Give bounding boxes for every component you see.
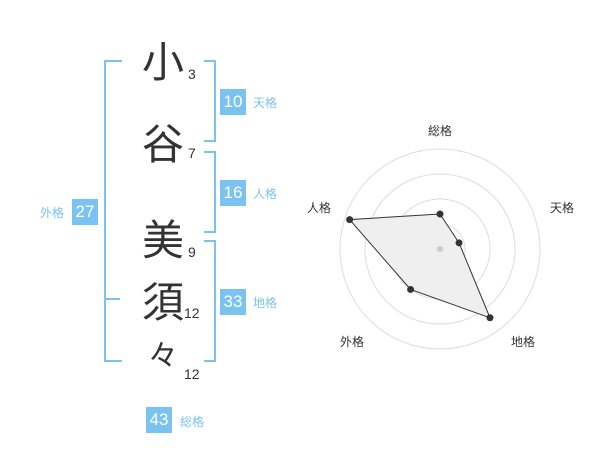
soukaku-value-badge: 43 (146, 407, 172, 433)
stroke-count-3: 9 (188, 244, 196, 260)
name-char-1: 小 (142, 38, 185, 87)
radar-point-3 (486, 314, 494, 322)
chikaku-bracket (204, 240, 216, 362)
chikaku-value-badge: 33 (220, 289, 246, 315)
stroke-count-2: 7 (188, 145, 196, 161)
jinkaku-label: 人格 (253, 187, 278, 201)
name-char-3: 美 (142, 216, 185, 265)
radar-polygon (348, 213, 491, 319)
radar-point-1 (436, 210, 444, 218)
stroke-count-5: 12 (184, 366, 200, 382)
radar-center-dot (437, 246, 443, 252)
radar-point-4 (407, 285, 415, 293)
radar-axis-label-tenkaku: 天格 (550, 200, 574, 215)
radar-axis-label-soukaku: 総格 (428, 123, 452, 138)
gaikaku-label: 外格 (40, 206, 65, 220)
name-char-5: 々 (148, 339, 178, 374)
name-char-2: 谷 (142, 120, 185, 169)
tenkaku-bracket (204, 60, 216, 142)
radar-axis-label-chikaku: 地格 (511, 334, 535, 349)
gaikaku-bracket-mid (104, 298, 120, 300)
tenkaku-label: 天格 (253, 96, 278, 110)
soukaku-label: 総格 (180, 415, 205, 429)
jinkaku-value-badge: 16 (220, 180, 246, 206)
radar-ring-4 (339, 148, 541, 350)
radar-axis-label-jinkaku: 人格 (307, 200, 331, 215)
radar-point-5 (346, 216, 354, 224)
radar-axis-label-gaikaku: 外格 (340, 334, 364, 349)
gaikaku-value-badge: 27 (72, 199, 98, 225)
tenkaku-value-badge: 10 (220, 89, 246, 115)
jinkaku-bracket (204, 151, 216, 233)
stroke-count-1: 3 (188, 66, 196, 82)
chikaku-label: 地格 (253, 296, 278, 310)
stroke-count-4: 12 (184, 305, 200, 321)
radar-point-2 (455, 239, 463, 247)
gaikaku-bracket (104, 60, 122, 362)
name-char-4: 須 (142, 278, 185, 327)
radar-ring-3 (364, 173, 516, 325)
